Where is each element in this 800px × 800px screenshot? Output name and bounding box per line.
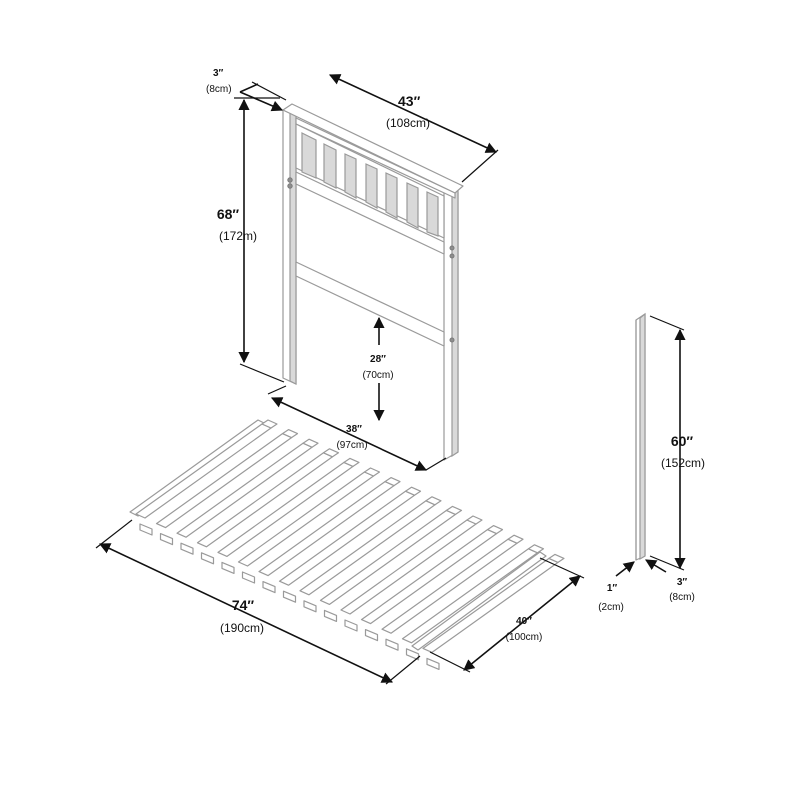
legspan-cm-label: (97cm) — [336, 440, 367, 451]
bed-slat-end — [363, 467, 381, 477]
bed-slat-end — [384, 477, 401, 487]
width-cm-label: (108cm) — [386, 116, 430, 130]
bed-slat-end — [507, 534, 524, 544]
depth-cm-label: (8cm) — [206, 84, 232, 95]
depth-inch-label: 3″ — [213, 68, 224, 79]
rail-depth-inch-label: 3″ — [677, 577, 688, 588]
slat-spacer — [159, 532, 174, 546]
bed-slat — [360, 528, 498, 625]
headboard-depth-dimension: 3″ (8cm) — [206, 68, 284, 112]
bed-slat-end — [281, 429, 299, 439]
headboard-width-dimension: 43″ (108cm) — [251, 74, 499, 183]
slat-spacer — [282, 590, 297, 603]
slat-set-illustration — [129, 419, 565, 671]
slat-spacer — [200, 552, 215, 565]
slat-spacer — [426, 657, 440, 671]
width-inch-label: 43″ — [398, 93, 421, 109]
slat-spacer — [323, 609, 338, 623]
bed-slat-end — [486, 524, 504, 535]
bed-slat-end — [343, 457, 360, 467]
bed-slat-end — [445, 505, 463, 516]
slats-length-dimension: 74″ (190cm) — [95, 519, 421, 685]
slat-spacer — [241, 571, 256, 584]
clearance-cm-label: (70cm) — [362, 370, 393, 381]
headboard-legspan-dimension: 38″ (97cm) — [267, 385, 447, 471]
slats-width-dimension: 40″ (100cm) — [429, 557, 585, 673]
headboard-clearance-dimension: 28″ (70cm) — [362, 316, 394, 422]
bed-slat — [237, 471, 375, 567]
slats-width-cm-label: (100cm) — [506, 632, 543, 643]
bed-slat — [176, 442, 313, 538]
rail-thickness-cm-label: (2cm) — [598, 602, 624, 613]
slat-spacer — [405, 648, 420, 661]
slat-spacer — [364, 628, 379, 642]
headboard-illustration — [282, 103, 464, 461]
bed-slat-end — [466, 515, 483, 525]
slat-spacer — [344, 619, 358, 632]
bed-slat — [278, 490, 416, 586]
slat-spacer — [221, 561, 235, 575]
bed-slat-end — [261, 419, 278, 429]
height-cm-label: (172m) — [219, 229, 257, 243]
bed-slat — [135, 423, 272, 519]
slat-spacer — [303, 600, 317, 613]
rail-depth-dimension: 3″ (8cm) — [645, 559, 695, 603]
slats-width-inch-label: 40″ — [516, 616, 532, 627]
rail-length-inch-label: 60″ — [671, 433, 694, 449]
bed-slat — [196, 452, 334, 548]
slat-spacer — [180, 542, 194, 555]
side-rail-illustration — [635, 312, 646, 561]
bed-slat — [401, 548, 539, 644]
bed-slat — [340, 519, 477, 615]
bed-slat-end — [404, 486, 422, 496]
clearance-inch-label: 28″ — [370, 354, 386, 365]
rail-length-cm-label: (152cm) — [661, 456, 705, 470]
bed-slat-end — [302, 438, 319, 448]
slat-spacer — [385, 638, 399, 651]
slat-spacer — [262, 580, 276, 594]
legspan-inch-label: 38″ — [346, 424, 362, 435]
slats-length-inch-label: 74″ — [232, 597, 255, 613]
headboard-slats — [301, 132, 439, 237]
rail-thickness-inch-label: 1″ — [607, 583, 618, 594]
bed-slat-end — [548, 553, 565, 564]
slats-length-cm-label: (190cm) — [220, 621, 264, 635]
slat-spacer — [139, 523, 153, 536]
bed-slat — [319, 509, 457, 606]
bed-slat — [299, 500, 436, 596]
rail-thickness-dimension: 1″ (2cm) — [598, 561, 635, 613]
bed-slat — [217, 461, 354, 558]
bed-slat-end — [527, 544, 545, 554]
bed-slat-end — [322, 448, 340, 458]
bed-slat-end — [425, 496, 442, 506]
rail-length-dimension: 60″ (152cm) — [649, 315, 705, 571]
rail-depth-cm-label: (8cm) — [669, 592, 695, 603]
headboard-height-dimension: 68″ (172m) — [217, 97, 285, 383]
height-inch-label: 68″ — [217, 206, 240, 222]
bed-slat — [258, 481, 395, 577]
